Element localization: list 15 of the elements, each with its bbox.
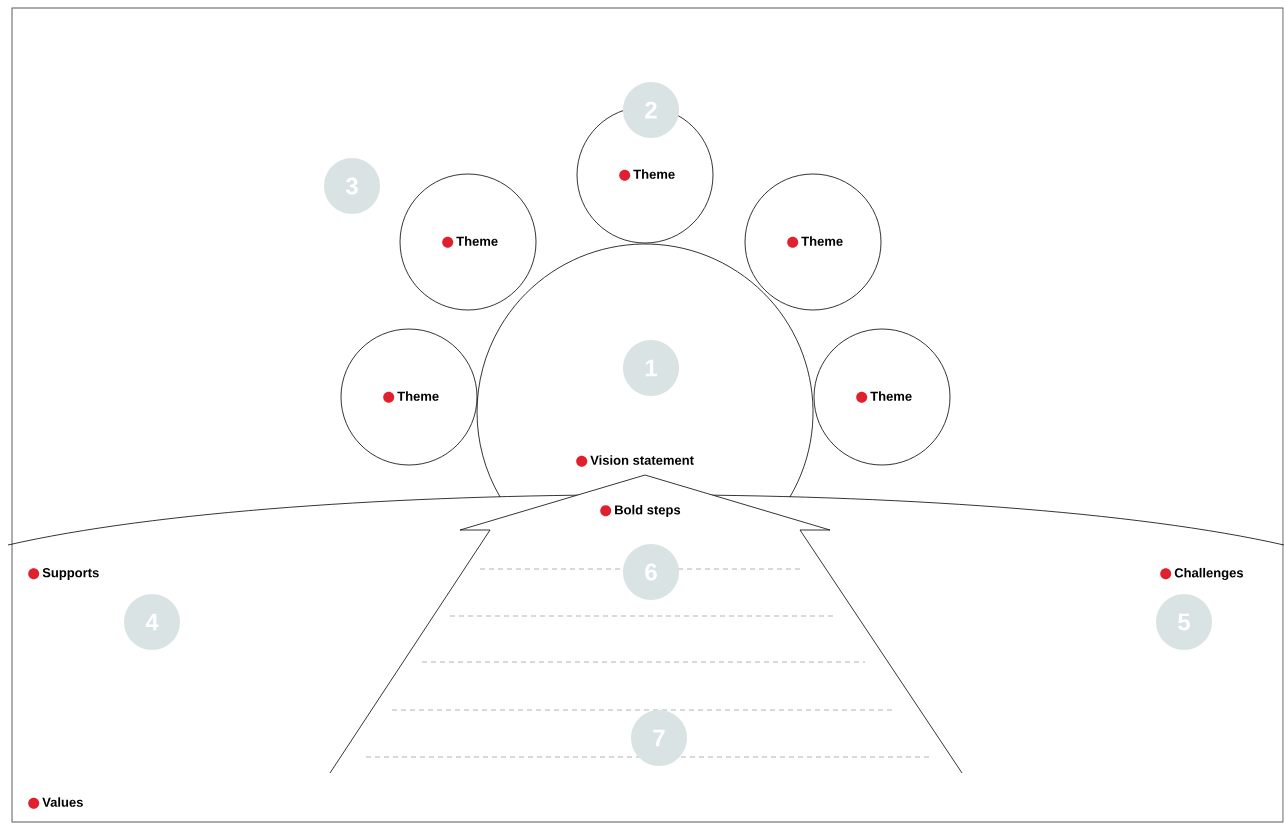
theme-circle: [813, 328, 951, 466]
vision-label: Vision statement: [576, 455, 694, 467]
step-arrow: [329, 474, 963, 774]
theme-label: Theme: [787, 236, 843, 248]
theme-circle: [744, 173, 882, 311]
theme-label: Theme: [856, 391, 912, 403]
theme-label: Theme: [619, 169, 675, 181]
theme-label: Theme: [442, 236, 498, 248]
theme-label: Theme: [383, 391, 439, 403]
theme-circle: [399, 173, 537, 311]
section-label: Values: [28, 797, 83, 809]
theme-circle: [340, 328, 478, 466]
section-label: Supports: [28, 568, 99, 580]
section-label: Challenges: [1160, 567, 1244, 581]
steps-label: Bold steps: [600, 504, 681, 518]
